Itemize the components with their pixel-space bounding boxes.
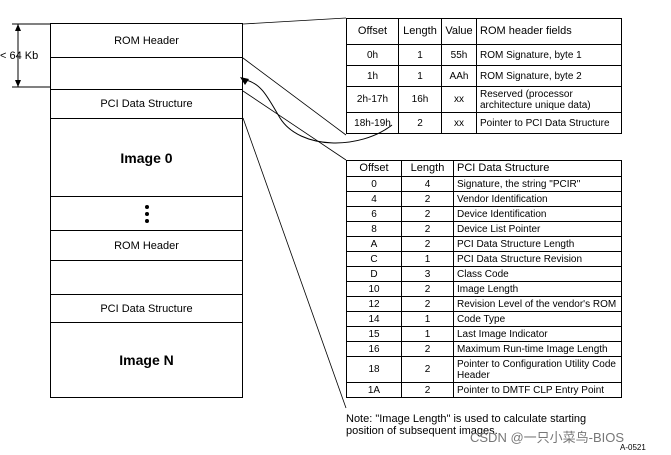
column-header: ROM header fields bbox=[476, 18, 622, 45]
pci-data-structure-cell-0: PCI Data Structure bbox=[51, 90, 242, 119]
image-length-note: Note: "Image Length" is used to calculat… bbox=[346, 413, 587, 437]
table-header-row: Offset Length PCI Data Structure bbox=[346, 160, 622, 177]
rom-header-cell-0: ROM Header bbox=[51, 24, 242, 58]
rom-header-cell-n: ROM Header bbox=[51, 231, 242, 261]
rom-header-blank-cell-n bbox=[51, 261, 242, 295]
pointer-arrow bbox=[245, 79, 393, 144]
rom-header-blank-cell-0 bbox=[51, 58, 242, 90]
column-header: Offset bbox=[346, 18, 399, 45]
table-row: 2h-17h 16h xx Reserved (processor archit… bbox=[346, 86, 622, 113]
rom-image-stack: ROM Header PCI Data Structure Image 0 RO… bbox=[50, 23, 243, 398]
figure-id: A-0521 bbox=[620, 443, 646, 452]
size-label: < 64 Kb bbox=[0, 50, 39, 62]
column-header: Offset bbox=[346, 160, 402, 177]
image-0-cell: Image 0 bbox=[51, 119, 242, 197]
pci-data-structure-cell-n: PCI Data Structure bbox=[51, 295, 242, 323]
column-header: Value bbox=[441, 18, 477, 45]
rom-header-zoom-line-bottom bbox=[242, 57, 347, 136]
column-header: Length bbox=[398, 18, 442, 45]
watermark: CSDN @一只小菜鸟-BIOS bbox=[470, 430, 625, 445]
table-row: 1h 1 AAh ROM Signature, byte 2 bbox=[346, 65, 622, 87]
ellipsis-cell bbox=[51, 197, 242, 231]
table-row: 0h 1 55h ROM Signature, byte 1 bbox=[346, 44, 622, 66]
pci-zoom-line-bottom bbox=[242, 117, 347, 409]
table-row: 18h-19h 2 xx Pointer to PCI Data Structu… bbox=[346, 112, 622, 134]
rom-header-table: Offset Length Value ROM header fields 0h… bbox=[346, 18, 622, 134]
column-header: Length bbox=[401, 160, 454, 177]
vertical-ellipsis-icon bbox=[144, 202, 150, 226]
pci-zoom-line-top bbox=[242, 90, 347, 161]
column-header: PCI Data Structure bbox=[453, 160, 622, 177]
rom-header-zoom-line-top bbox=[242, 17, 347, 25]
image-n-cell: Image N bbox=[119, 352, 174, 368]
table-header-row: Offset Length Value ROM header fields bbox=[346, 18, 622, 45]
